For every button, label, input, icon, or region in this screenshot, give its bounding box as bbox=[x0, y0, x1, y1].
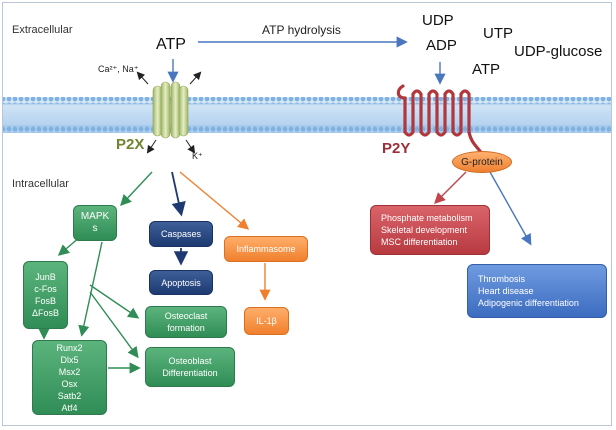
phosphate-metabolism-box: Phosphate metabolism Skeletal developmen… bbox=[370, 205, 490, 255]
ap1-line-4: ΔFosB bbox=[31, 308, 60, 318]
thrombosis-line-2: Heart disease bbox=[478, 286, 534, 296]
phosphate-line-2: Skeletal development bbox=[381, 225, 468, 235]
tf-line-1: Runx2 bbox=[56, 342, 83, 353]
thrombosis-box: Thrombosis Heart disease Adipogenic diff… bbox=[467, 264, 607, 318]
udp-label: UDP bbox=[422, 12, 454, 29]
ap1-to-osteoblast-arrow bbox=[89, 291, 139, 359]
p2x-channel-icon bbox=[152, 81, 189, 139]
thrombosis-line-1: Thrombosis bbox=[478, 274, 526, 284]
tf-line-5: Satb2 bbox=[57, 390, 82, 401]
apoptosis-box: Apoptosis bbox=[149, 270, 213, 295]
inflammasome-box: Inflammasome bbox=[224, 236, 308, 262]
mapks-box: MAPK s bbox=[73, 205, 117, 241]
tf-line-3: Msx2 bbox=[58, 366, 81, 377]
cell-membrane bbox=[3, 97, 611, 133]
p2x-label: P2X bbox=[116, 136, 145, 153]
p2x-to-inflammasome-arrow bbox=[179, 171, 250, 230]
potassium-efflux-label: K⁺ bbox=[192, 151, 203, 161]
adp-label: ADP bbox=[426, 37, 457, 54]
ap1-to-osteoclast-arrow bbox=[89, 284, 140, 319]
mapks-line-1: MAPK bbox=[80, 211, 110, 222]
caspases-box: Caspases bbox=[149, 221, 213, 247]
atp-label-right: ATP bbox=[472, 61, 501, 78]
atp-label-left: ATP bbox=[156, 36, 186, 53]
ap1-line-1: JunB bbox=[35, 272, 56, 282]
intracellular-label: Intracellular bbox=[12, 178, 69, 190]
gprotein-to-phosphate-arrow bbox=[434, 171, 467, 204]
cation-influx-label: Ca²⁺, Na⁺ bbox=[98, 64, 139, 74]
utp-label: UTP bbox=[483, 25, 513, 42]
udp-glucose-label: UDP-glucose bbox=[514, 43, 603, 60]
mapks-to-tf-arrow bbox=[78, 241, 103, 337]
osteoblast-line-2: Differentiation bbox=[162, 368, 218, 378]
osteoclast-line-1: Osteoclast bbox=[164, 311, 208, 321]
tf-line-6: Atf4 bbox=[61, 402, 78, 413]
phosphate-line-3: MSC differentiation bbox=[381, 237, 458, 247]
ion-out-arrow-top-left bbox=[136, 71, 149, 85]
thrombosis-line-3: Adipogenic differentiation bbox=[478, 298, 579, 308]
tf-line-2: Dlx5 bbox=[60, 354, 79, 365]
p2x-to-caspases-arrow bbox=[171, 171, 186, 217]
tf-line-4: Osx bbox=[61, 378, 78, 389]
p2y-label: P2Y bbox=[382, 140, 411, 157]
hydrolysis-label: ATP hydrolysis bbox=[262, 23, 341, 37]
extracellular-label: Extracellular bbox=[12, 24, 73, 36]
osteoclast-line-2: formation bbox=[167, 323, 205, 333]
ap1-line-3: FosB bbox=[34, 296, 56, 306]
g-protein-node: G-protein bbox=[452, 151, 512, 173]
gprotein-to-thrombosis-arrow bbox=[489, 171, 532, 246]
ion-in-arrow-bottom-right bbox=[185, 139, 196, 154]
p2y-receptor-icon bbox=[396, 84, 482, 153]
ap1-line-2: c-Fos bbox=[34, 284, 57, 294]
figure-frame bbox=[2, 2, 612, 426]
ion-in-arrow-bottom-left bbox=[146, 139, 157, 154]
osteoclast-box: Osteoclast formation bbox=[145, 306, 227, 338]
ap1-box: JunB c-Fos FosB ΔFosB bbox=[23, 261, 68, 329]
transcription-factors-box: Runx2 Dlx5 Msx2 Osx Satb2 Atf4 bbox=[32, 340, 107, 415]
osteoblast-line-1: Osteoblast bbox=[168, 356, 212, 366]
ion-out-arrow-top-right bbox=[189, 71, 202, 85]
il1b-box: IL-1β bbox=[244, 307, 289, 335]
phosphate-line-1: Phosphate metabolism bbox=[381, 213, 473, 223]
p2x-to-mapks-arrow bbox=[120, 171, 153, 207]
mapks-line-2: s bbox=[92, 223, 98, 234]
osteoblast-box: Osteoblast Differentiation bbox=[145, 347, 235, 387]
